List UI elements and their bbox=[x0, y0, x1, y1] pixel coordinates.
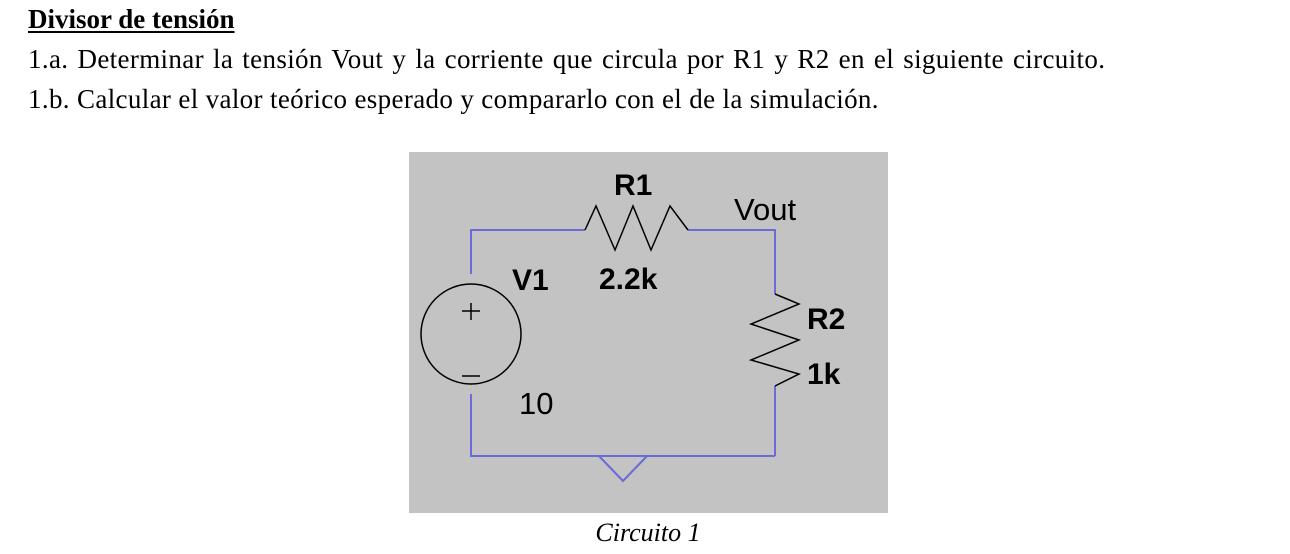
label-r2-value: 1k bbox=[807, 358, 841, 391]
circuit-wires bbox=[470, 229, 776, 483]
task-1a: 1.a. Determinar la tensión Vout y la cor… bbox=[28, 44, 1106, 74]
label-r2-name: R2 bbox=[807, 303, 845, 336]
label-r1-value: 2.2k bbox=[599, 263, 658, 296]
label-v1-value: 10 bbox=[519, 386, 553, 421]
task-1b: 1.b. Calcular el valor teórico esperado … bbox=[28, 84, 879, 114]
label-v1-name: V1 bbox=[512, 264, 549, 297]
voltage-source-v1-symbol bbox=[420, 283, 522, 385]
label-node-vout: Vout bbox=[734, 192, 796, 227]
wire-top-right bbox=[688, 229, 776, 294]
circuit-schematic: R1 Vout V1 2.2k R2 1k 10 bbox=[409, 152, 888, 513]
wire-bottom bbox=[470, 394, 775, 457]
resistor-r2-symbol bbox=[748, 293, 802, 387]
label-r1-name: R1 bbox=[614, 169, 652, 202]
resistor-r1-symbol bbox=[584, 204, 689, 252]
circuit-figure: R1 Vout V1 2.2k R2 1k 10 bbox=[409, 152, 888, 513]
figure-caption: Circuito 1 bbox=[595, 518, 701, 547]
ground-symbol bbox=[598, 455, 648, 483]
circuit-components bbox=[420, 204, 802, 387]
schematic-background bbox=[409, 152, 888, 513]
wire-top-left bbox=[470, 229, 585, 274]
section-title: Divisor de tensión bbox=[28, 4, 235, 34]
